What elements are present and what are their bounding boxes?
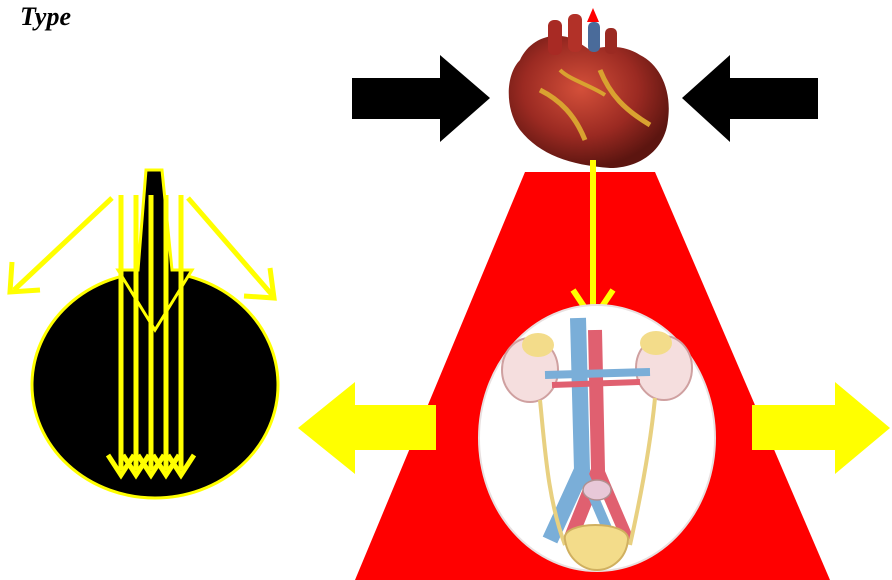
yellow-down-arrows-icon	[108, 195, 194, 475]
left-black-arrow-icon	[352, 55, 490, 142]
red-marker-icon	[587, 8, 599, 22]
heart-icon	[509, 14, 669, 168]
kidneys-icon	[479, 305, 715, 571]
right-black-arrow-icon	[682, 55, 818, 142]
